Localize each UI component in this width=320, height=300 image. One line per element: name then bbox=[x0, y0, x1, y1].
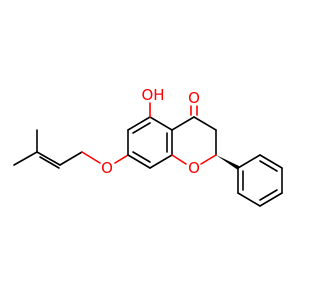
bond-oxygen-c7 bbox=[114, 154, 129, 164]
bond-lines bbox=[13, 102, 283, 207]
bond-alkene bbox=[36, 151, 61, 166]
bond-c6-c5 bbox=[127, 116, 151, 131]
wedge-bond-phenyl bbox=[216, 155, 239, 170]
bond-ph-4-inner bbox=[259, 189, 278, 201]
bond-allyl bbox=[59, 151, 83, 166]
bond-c6-c5-inner bbox=[132, 122, 151, 134]
carbonyl-oxygen-label: O bbox=[188, 89, 200, 107]
molecule-diagram: OH O O O bbox=[13, 86, 283, 207]
atom-labels: OH O O O bbox=[101, 86, 200, 177]
bond-c8a-c8 bbox=[149, 154, 173, 169]
bond-c8-c7 bbox=[127, 154, 151, 169]
ether-oxygen-label: O bbox=[101, 159, 113, 177]
hydroxyl-label: OH bbox=[141, 86, 164, 104]
bond-c4a-c4 bbox=[171, 116, 195, 131]
bond-ph-2-inner bbox=[259, 160, 278, 172]
bond-ph-4 bbox=[259, 192, 283, 207]
bond-c4-c3 bbox=[193, 116, 217, 131]
bond-ph-5 bbox=[237, 192, 261, 207]
bond-o1-c8a bbox=[171, 154, 187, 165]
bond-c2-o1 bbox=[200, 154, 217, 165]
bond-ch2-oxygen bbox=[81, 151, 101, 164]
bond-c8-c7-inner bbox=[132, 151, 151, 163]
ring-oxygen-label: O bbox=[188, 159, 200, 177]
bond-alkene-inner bbox=[39, 156, 60, 169]
bond-ph-2 bbox=[259, 154, 283, 169]
bond-c5-c4a bbox=[149, 116, 173, 131]
bond-ph-1 bbox=[237, 154, 261, 169]
bond-methyl-left bbox=[13, 151, 38, 166]
